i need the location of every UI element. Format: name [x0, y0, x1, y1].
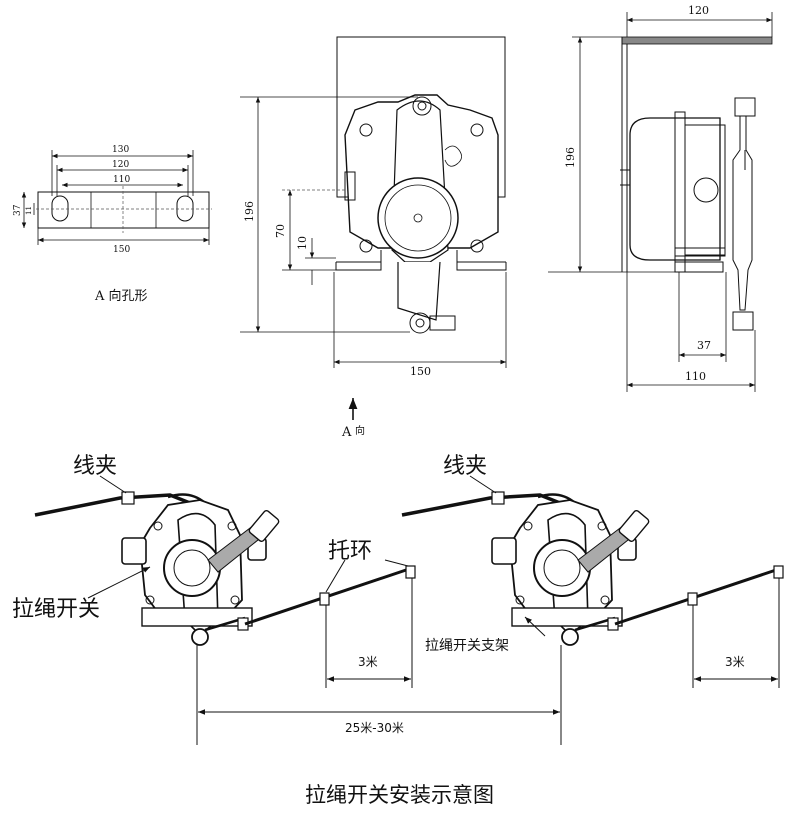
side-lever	[732, 116, 753, 311]
measure-switch-distance: 25米-30米	[345, 721, 404, 735]
dim-196-front: 196	[243, 201, 256, 222]
dim-130: 130	[112, 145, 129, 155]
dim-10: 10	[296, 236, 309, 250]
right-roller	[561, 628, 579, 646]
view-arrow-letter: A	[341, 425, 352, 440]
measure-3m-left: 3米	[358, 655, 378, 669]
support-ring-right-1	[687, 592, 698, 606]
hole-pattern-view: 130 120 110 150 37 11 A 向孔形	[13, 145, 212, 304]
left-roller	[191, 628, 209, 646]
dim-37-side: 37	[697, 339, 711, 352]
diagram-title: 拉绳开关安装示意图	[305, 783, 494, 807]
label-wire-clamp-right: 线夹	[443, 454, 487, 479]
dim-37: 37	[13, 204, 23, 216]
dim-150: 150	[113, 245, 130, 255]
dim-120: 120	[112, 160, 129, 170]
label-support-ring: 托环	[328, 539, 372, 564]
install-diagram: 线夹 线夹 拉绳开关 托环 拉绳开关支架 3米 3米 25米-30米 拉绳开关安…	[12, 454, 784, 807]
view-arrow-suffix: 向	[355, 424, 365, 437]
left-wire-clamp	[121, 491, 135, 505]
side-view: 120 196 37 110	[548, 4, 773, 392]
dim-110: 110	[113, 175, 130, 185]
label-rope-switch: 拉绳开关	[12, 597, 100, 622]
plate-right-lug	[155, 191, 210, 229]
support-ring-left-1	[319, 592, 330, 606]
front-roller	[409, 312, 431, 334]
right-rope-switch	[401, 491, 650, 646]
measure-3m-right: 3米	[725, 655, 745, 669]
slot-hole-right	[176, 195, 194, 222]
hole-pattern-caption: A 向孔形	[94, 288, 148, 304]
label-wire-clamp-left: 线夹	[73, 454, 117, 479]
dim-70: 70	[274, 224, 287, 238]
side-cable-gland	[693, 177, 719, 203]
slot-hole-left	[51, 195, 69, 222]
side-roller	[732, 311, 754, 331]
front-view: 196 70 10 150 A 向	[240, 36, 507, 440]
front-reset-wheel	[377, 177, 459, 259]
dim-110-side: 110	[685, 370, 706, 383]
dim-150-front: 150	[410, 365, 431, 378]
bolt-head	[359, 123, 373, 137]
dim-11: 11	[25, 206, 33, 215]
right-wire-clamp	[491, 491, 505, 505]
dim-196-side: 196	[564, 147, 577, 168]
plate-left-lug	[37, 191, 92, 229]
dim-120-side: 120	[688, 4, 709, 17]
side-top-plate	[621, 36, 773, 45]
support-ring-left-2	[405, 565, 416, 579]
label-switch-bracket: 拉绳开关支架	[425, 638, 509, 654]
left-rope-switch	[34, 491, 280, 646]
support-ring-right-2	[773, 565, 784, 579]
